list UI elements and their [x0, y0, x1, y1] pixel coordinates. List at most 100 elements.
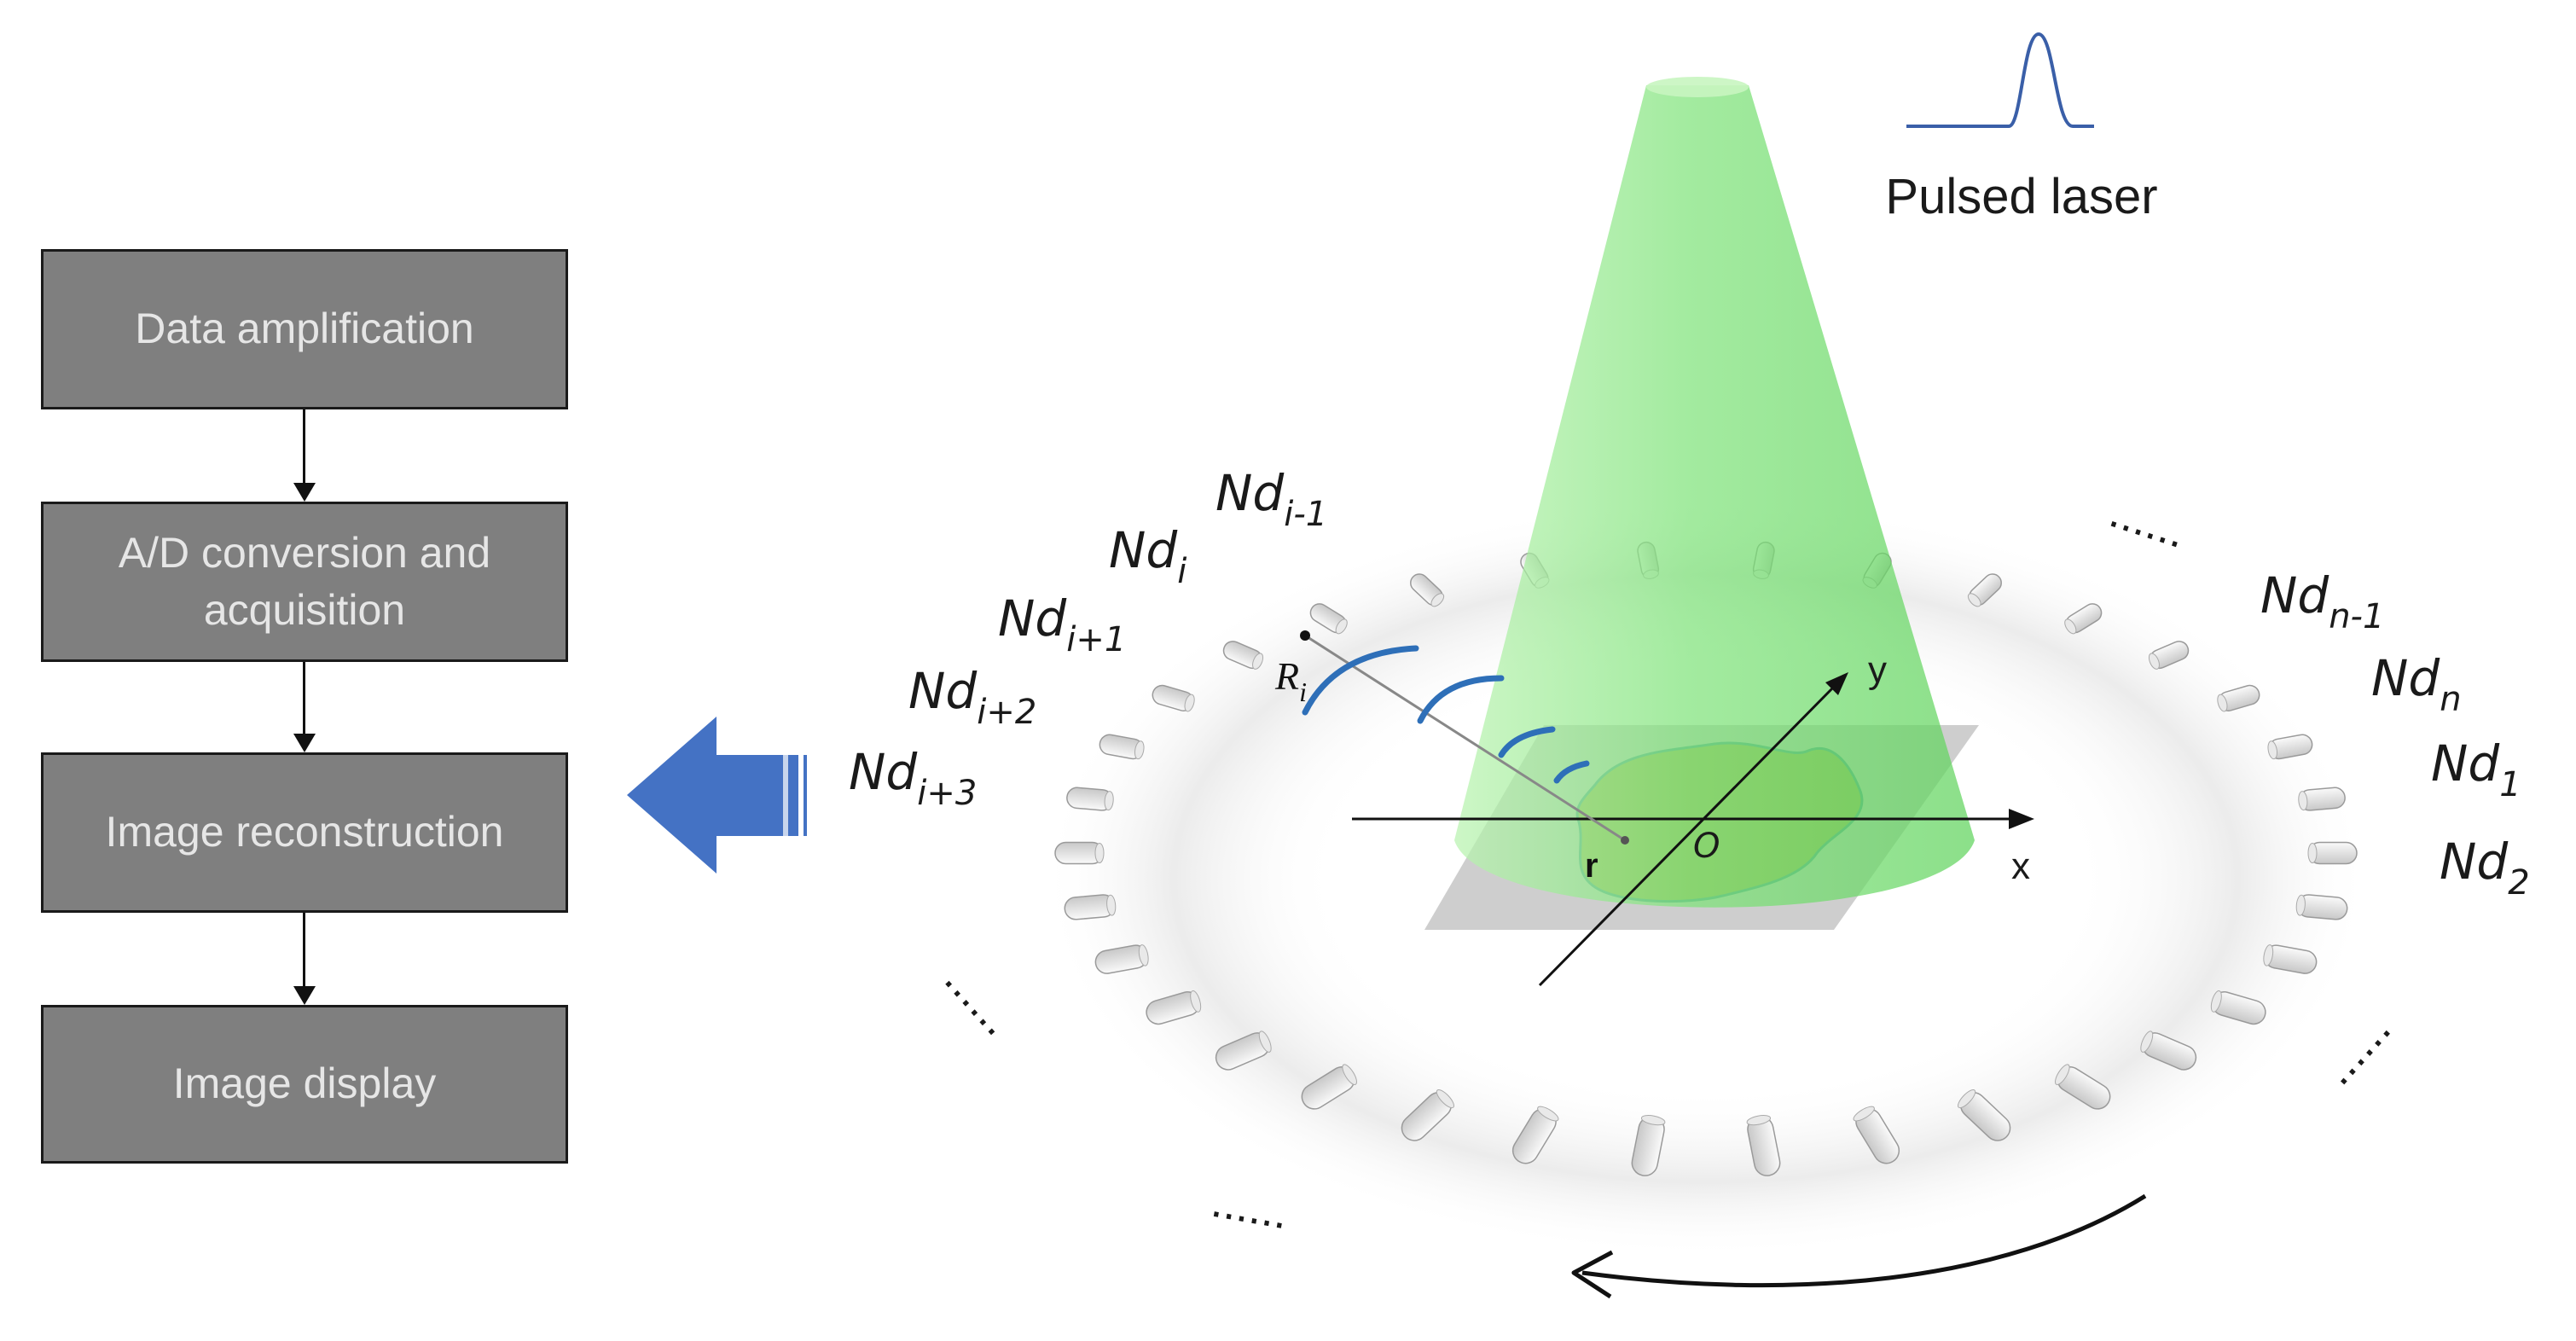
- step-label: Image reconstruction: [105, 808, 504, 856]
- detector-element: [1746, 1115, 1781, 1176]
- flow-arrowhead: [293, 734, 316, 752]
- label-nd-n: Ndn: [2371, 649, 2462, 719]
- detector-labels: Ndi-1 Ndi Ndi+1 Ndi+2 Ndi+3 Ndn-1 Ndn Nd…: [849, 464, 2530, 903]
- detector-cap: [1104, 791, 1114, 811]
- distance-label: Ri: [1274, 654, 1307, 707]
- detector-cap: [2295, 894, 2306, 916]
- detector-cap: [1746, 1115, 1772, 1126]
- step-label-line1: A/D conversion and: [118, 528, 491, 577]
- coordinate-axes: [1352, 672, 2034, 987]
- detector-element: [2217, 684, 2260, 712]
- point-r-label: r: [1585, 847, 1598, 885]
- x-arrowhead: [2009, 809, 2034, 829]
- cone-top: [1646, 77, 1749, 97]
- y-arrowhead: [1825, 672, 1848, 695]
- laser-cone: [1454, 85, 1975, 908]
- detector-cap: [1957, 1089, 1976, 1109]
- step-ad-conversion: A/D conversion and acquisition: [41, 502, 568, 662]
- detector-element: [1099, 734, 1145, 760]
- detector-cap: [1258, 1030, 1272, 1053]
- detector-cap: [2140, 1030, 2154, 1053]
- detector-cap: [2210, 990, 2222, 1013]
- detector-cap: [1853, 1106, 1875, 1122]
- detector-element: [1957, 1089, 2011, 1141]
- label-nd-i-1: Ndi-1: [1215, 464, 1327, 534]
- ellipsis-left: ......: [935, 954, 1024, 1045]
- flow-arrow-line: [303, 409, 305, 483]
- detector-cap: [2064, 618, 2077, 635]
- origin-label: O: [1693, 827, 1720, 866]
- detector-cap: [2148, 653, 2160, 670]
- source-point: [1621, 836, 1629, 845]
- detector-element: [2148, 641, 2190, 670]
- detector-cap: [1094, 843, 1105, 863]
- x-axis-label: x: [2011, 845, 2030, 887]
- detector-cap: [1430, 593, 1445, 607]
- detector-cap: [1184, 694, 1195, 712]
- label-nd-i: Ndi: [1109, 521, 1186, 591]
- detector-cap: [2267, 740, 2278, 760]
- detector-element: [2307, 841, 2358, 865]
- rotation-arrow: [1581, 1193, 2147, 1288]
- distance-line: [1304, 634, 1626, 842]
- flow-arrowhead: [293, 986, 316, 1005]
- rotation-arrowhead: [1571, 1250, 1614, 1299]
- flow-arrowhead: [293, 483, 316, 502]
- detector-cap: [1537, 1106, 1559, 1122]
- flowchart: Data amplification A/D conversion and ac…: [0, 0, 631, 1341]
- detector-cap: [1252, 653, 1264, 670]
- detector-element: [1511, 1106, 1559, 1164]
- detector-cap: [2263, 944, 2274, 967]
- detector-element: [1301, 1064, 1357, 1110]
- detector-element: [1222, 641, 1264, 670]
- detector-element: [1152, 684, 1195, 712]
- pulsed-laser-label: Pulsed laser: [1885, 169, 2157, 224]
- detector-element: [1631, 1115, 1666, 1176]
- step-image-reconstruction: Image reconstruction: [41, 752, 568, 913]
- detector-cap: [1335, 618, 1348, 635]
- detector-cap: [1138, 944, 1149, 967]
- y-axis-label: y: [1868, 649, 1887, 691]
- detector-element: [1410, 573, 1445, 607]
- step-label-line2: acquisition: [203, 586, 406, 634]
- ellipsis-top-right: ......: [2103, 485, 2192, 558]
- detector-element: [1967, 573, 2002, 607]
- label-nd-2: Nd2: [2440, 833, 2530, 903]
- detector-element: [2295, 894, 2348, 920]
- label-nd-i+2: Ndi+2: [908, 662, 1036, 732]
- big-blue-arrow: [627, 717, 807, 874]
- detector-element: [1146, 990, 1202, 1025]
- detector-point: [1300, 630, 1310, 641]
- detector-cap: [1190, 990, 1202, 1013]
- step-label: Data amplification: [135, 305, 474, 353]
- step-data-amplification: Data amplification: [41, 249, 568, 409]
- detector-cap: [2055, 1064, 2070, 1085]
- detector-element: [2055, 1064, 2111, 1110]
- label-nd-i+3: Ndi+3: [849, 743, 977, 813]
- label-nd-n-1: Ndn-1: [2260, 566, 2384, 636]
- pulse-waveform: [1906, 32, 2094, 128]
- step-label: Image display: [172, 1059, 437, 1108]
- step-image-display: Image display: [41, 1005, 568, 1164]
- detector-cap: [2307, 843, 2318, 863]
- acoustic-waves: [1302, 645, 1590, 784]
- flow-arrow-line: [303, 662, 305, 734]
- detector-element: [2263, 944, 2318, 974]
- label-nd-1: Nd1: [2431, 734, 2521, 804]
- detector-element: [1309, 603, 1348, 635]
- detector-element: [1215, 1030, 1272, 1071]
- detector-cap: [2217, 694, 2228, 712]
- detector-element: [1853, 1106, 1900, 1164]
- label-nd-i+1: Ndi+1: [998, 589, 1126, 659]
- detector-element: [1064, 894, 1117, 920]
- detector-element: [1066, 787, 1114, 811]
- detector-cap: [1106, 894, 1117, 916]
- detector-element: [1054, 841, 1105, 865]
- detector-element: [2298, 787, 2346, 811]
- detector-cap: [1342, 1064, 1357, 1085]
- detector-cap: [2298, 791, 2308, 811]
- detector-element: [2267, 734, 2313, 760]
- detector-cap: [1436, 1089, 1455, 1109]
- detector-element: [1401, 1089, 1455, 1141]
